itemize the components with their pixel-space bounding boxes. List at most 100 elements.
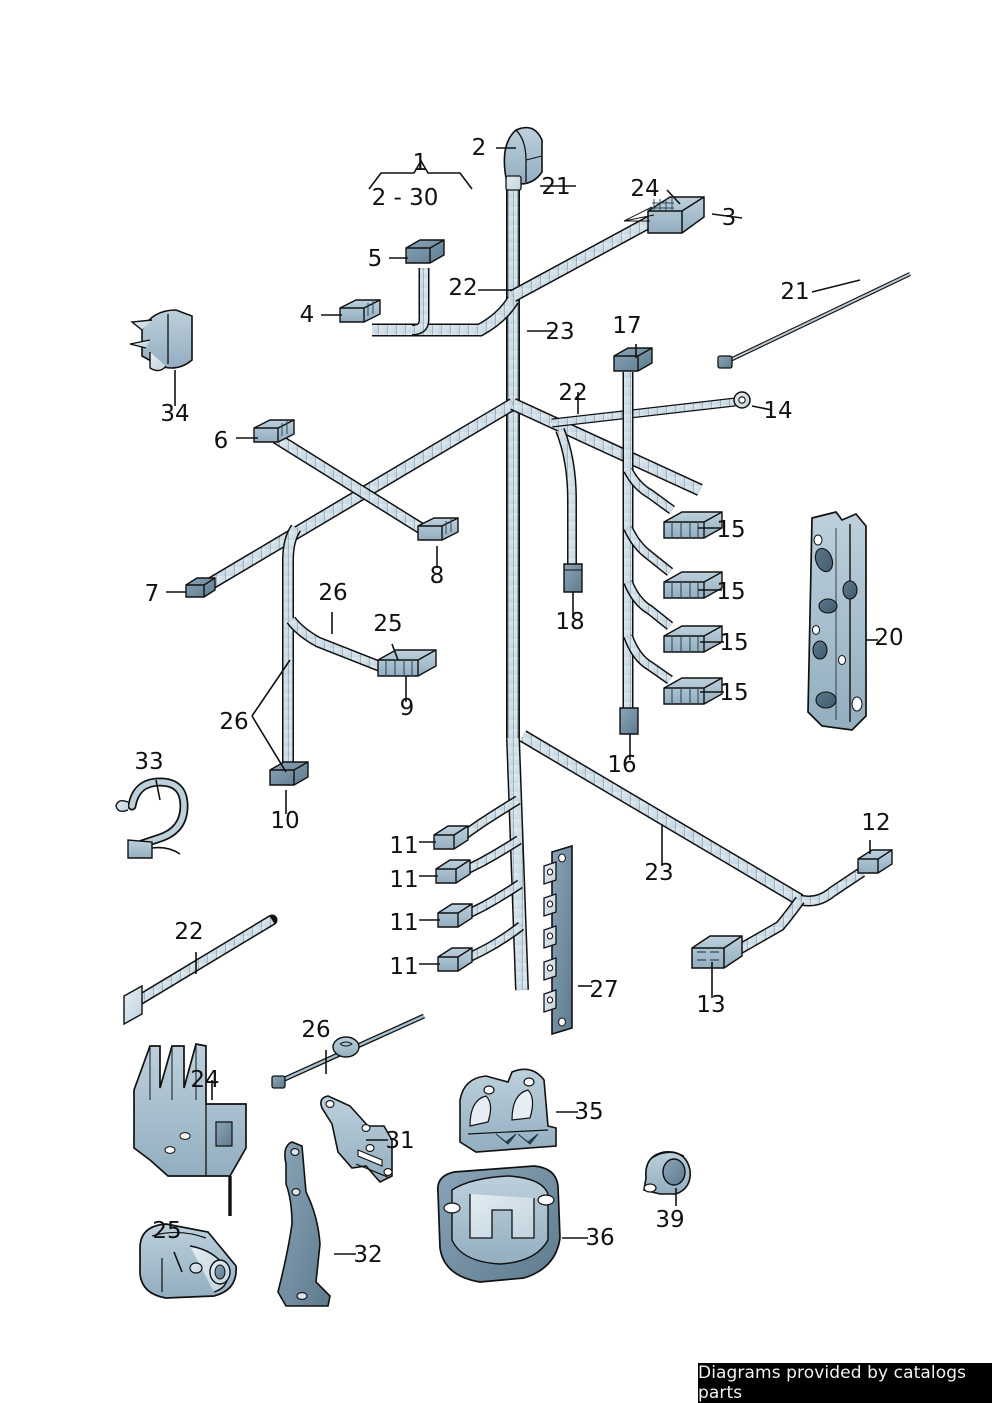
part-cable-tie-21	[717, 272, 911, 369]
callout-36: 36	[585, 1225, 614, 1251]
part-connector-4	[339, 299, 381, 323]
part-connector-5	[405, 239, 445, 264]
leader-lines	[155, 147, 878, 1273]
callout-3: 3	[722, 205, 737, 231]
harness-branch-to-connector-3	[509, 212, 661, 302]
callout-33: 33	[134, 749, 163, 775]
callout-11b: 11	[389, 867, 418, 893]
part-cable-tie-mount-26	[271, 1013, 426, 1089]
callout-26a: 26	[318, 580, 347, 606]
callout-27: 27	[589, 977, 618, 1003]
harness-trunk-vertical	[506, 178, 529, 991]
callout-5: 5	[368, 246, 383, 272]
part-cable-tie-22	[123, 914, 278, 1026]
callout-24a: 24	[630, 176, 659, 202]
part-injector-connector-11c	[437, 903, 473, 928]
callout-26c: 26	[301, 1017, 330, 1043]
callout-labels: 1 2 - 30 2 21 24 3 5 22 21 4 23 17 34 22…	[134, 135, 903, 1268]
callout-15d: 15	[719, 680, 748, 706]
callout-13: 13	[696, 992, 725, 1018]
part-injector-connector-11d	[437, 947, 473, 972]
callout-22c: 22	[174, 919, 203, 945]
part-ignition-coil-cap-25	[139, 1223, 237, 1299]
part-connector-17	[613, 347, 653, 372]
callout-23a: 23	[545, 319, 574, 345]
part-sensor-connector-18	[563, 563, 583, 593]
harness-lead-to-sensor-18	[555, 428, 577, 568]
callout-group-range: 2 - 30	[372, 185, 439, 211]
callout-15b: 15	[716, 579, 745, 605]
callout-23b: 23	[644, 860, 673, 886]
part-edge-clip-34	[129, 309, 193, 372]
callout-2: 2	[472, 135, 487, 161]
callout-25b: 25	[152, 1218, 181, 1244]
callout-11d: 11	[389, 954, 418, 980]
part-p-clamp-39	[643, 1151, 692, 1195]
callout-15a: 15	[716, 517, 745, 543]
part-coil-connector-15b	[663, 571, 723, 599]
callout-35: 35	[574, 1099, 603, 1125]
callout-8: 8	[430, 563, 445, 589]
callout-group-number: 1	[413, 150, 428, 176]
part-injector-connector-11a	[433, 825, 469, 850]
callout-20: 20	[874, 625, 903, 651]
callout-21a: 21	[541, 174, 570, 200]
part-connector-7	[185, 577, 216, 598]
part-connector-10	[269, 761, 309, 786]
part-relay-cap-2	[503, 126, 543, 185]
part-coil-connector-15d	[663, 677, 723, 705]
harness-branch-to-connector-7	[196, 398, 517, 596]
callout-9: 9	[400, 695, 415, 721]
part-retaining-rail-27	[543, 844, 573, 1036]
harness-assembly	[196, 178, 866, 991]
part-harness-branch-16	[619, 707, 639, 735]
part-multipin-connector-3	[623, 196, 705, 234]
callout-24b: 24	[190, 1067, 219, 1093]
harness-branch-to-connector-4	[372, 268, 519, 337]
part-linkage-bracket-31	[320, 1095, 393, 1183]
callout-10: 10	[270, 808, 299, 834]
harness-branch-6-to-8	[272, 432, 434, 540]
part-clamp-bracket-35	[459, 1068, 557, 1153]
callout-16: 16	[607, 752, 636, 778]
callout-31: 31	[385, 1128, 414, 1154]
group-brace	[368, 159, 473, 190]
part-connector-13	[691, 935, 743, 969]
part-cable-channel-bracket-20	[807, 511, 867, 731]
callout-22b: 22	[558, 380, 587, 406]
harness-leads-to-injectors	[457, 795, 525, 965]
callout-18: 18	[555, 609, 584, 635]
callout-22a: 22	[448, 275, 477, 301]
part-spring-clip-33	[115, 777, 189, 859]
part-support-bracket-32	[277, 1141, 331, 1307]
callout-11c: 11	[389, 910, 418, 936]
callout-34: 34	[160, 401, 189, 427]
callout-26b: 26	[219, 709, 248, 735]
part-coil-connector-15c	[663, 625, 723, 653]
harness-branch-lower-right	[519, 730, 866, 955]
harness-branch-to-connector-10	[282, 524, 387, 780]
part-connector-12	[857, 849, 893, 874]
callout-15c: 15	[719, 630, 748, 656]
callout-6: 6	[214, 428, 229, 454]
part-coil-connector-15a	[663, 511, 723, 539]
callout-11a: 11	[389, 833, 418, 859]
part-injector-connector-11b	[435, 859, 471, 884]
callout-25a: 25	[373, 611, 402, 637]
callout-32: 32	[353, 1242, 382, 1268]
callout-4: 4	[300, 302, 315, 328]
part-mounting-bracket-24	[133, 1043, 247, 1216]
callout-14: 14	[763, 398, 792, 424]
harness-branch-right-upper	[510, 397, 736, 496]
part-shield-housing-36	[436, 1165, 561, 1283]
part-connector-8	[417, 517, 459, 541]
credit-text: Diagrams provided by catalogs parts	[698, 1363, 967, 1403]
part-earth-ring-terminal-14	[733, 391, 751, 409]
callout-12: 12	[861, 810, 890, 836]
part-connector-9	[377, 649, 437, 677]
callout-21b: 21	[780, 279, 809, 305]
callout-7: 7	[145, 581, 160, 607]
part-cable-tie-21-collar	[505, 175, 522, 191]
